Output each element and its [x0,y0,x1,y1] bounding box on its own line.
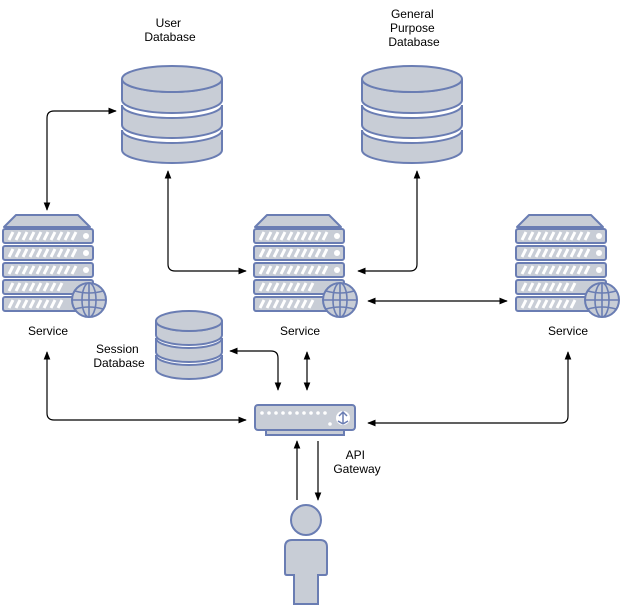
user-database-icon [121,65,223,164]
service-right-icon [514,213,621,319]
api-gateway-icon [254,404,356,436]
api-gateway-label: API Gateway [333,448,380,476]
arrow-service-right-gateway [367,351,572,427]
user-database-label: User Database [144,16,196,44]
connectors [43,107,572,501]
arrow-service-left-user-db [43,107,117,211]
service-left-icon [1,213,108,319]
session-database-icon [155,310,223,380]
arrow-user-db-service-center [164,170,247,275]
general-purpose-database-icon [361,65,463,164]
service-center-icon [252,213,359,319]
service-center-label: Service [280,324,320,338]
arrow-session-db-gateway [229,347,282,391]
service-left-label: Service [28,324,68,338]
arrow-general-db-service-center [357,170,421,275]
arrow-service-left-gateway [43,351,247,424]
session-database-label: Session Database [93,342,145,370]
user-icon [284,504,328,605]
general-purpose-database-label: General Purpose Database [388,7,440,49]
service-right-label: Service [548,324,588,338]
